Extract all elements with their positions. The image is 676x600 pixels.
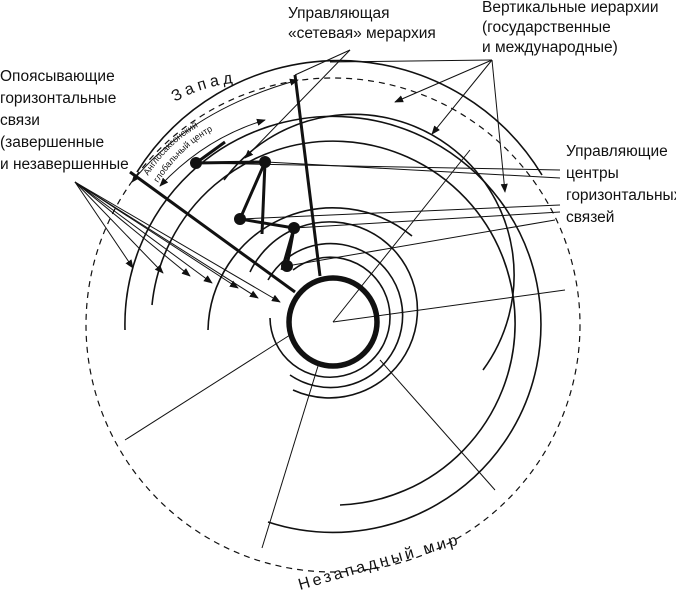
center-line-1 [194,162,561,171]
horizontal-arrow-7 [74,181,281,303]
radial-line-3 [379,359,496,491]
vertical-arrow-2 [431,59,493,135]
radial-line-1 [332,149,471,323]
node-1 [190,157,202,169]
center-line-2 [265,161,561,179]
anglo-span-arrow [159,118,266,187]
horizontal-arrow-2 [74,181,164,274]
node-3 [234,213,246,225]
ring-arc-5 [207,207,413,331]
network-link-2 [260,161,267,235]
ring-arc-2 [124,115,542,534]
ring-arc-7 [267,242,404,389]
label-west-path: Запад [169,70,234,106]
label-horizontal-links: Опоясывающие горизонтальные связи (завер… [0,68,129,173]
horizontal-arrow-1 [74,181,134,269]
vertical-arrow-3 [491,59,508,193]
center-line-3 [239,204,561,220]
network-mast [293,74,322,277]
outer-dashed-circle [85,77,581,573]
label-nonwest: Незападный мир [296,531,462,594]
radial-line-4 [261,365,319,549]
label-vertical: Вертикальные иерархии (государственные и… [482,0,659,56]
network-diagonal [129,170,296,294]
center-line-5 [286,219,556,267]
vertical-arrow-4 [329,59,493,63]
label-west: Запад [169,70,238,106]
node-4 [288,222,300,234]
core-circle [286,275,380,369]
ring-arc-3 [151,140,516,506]
center-line-4 [293,211,561,229]
network-chain [195,160,296,267]
horizontal-arrow-4 [74,181,213,284]
radial-line-2 [332,289,566,323]
network-arrow-2 [294,49,351,76]
label-network-meta: Управляющая «сетевая» мерархия [288,5,436,42]
horizontal-arrow-6 [74,181,259,299]
node-2 [259,156,271,168]
node-5 [281,260,293,272]
vertical-arrow-1 [394,59,493,103]
label-centers: Управляющие центры горизонтальных связей [566,143,676,226]
radial-line-5 [124,334,291,441]
ring-arc-8 [269,256,391,378]
horizontal-arrow-3 [74,181,191,277]
